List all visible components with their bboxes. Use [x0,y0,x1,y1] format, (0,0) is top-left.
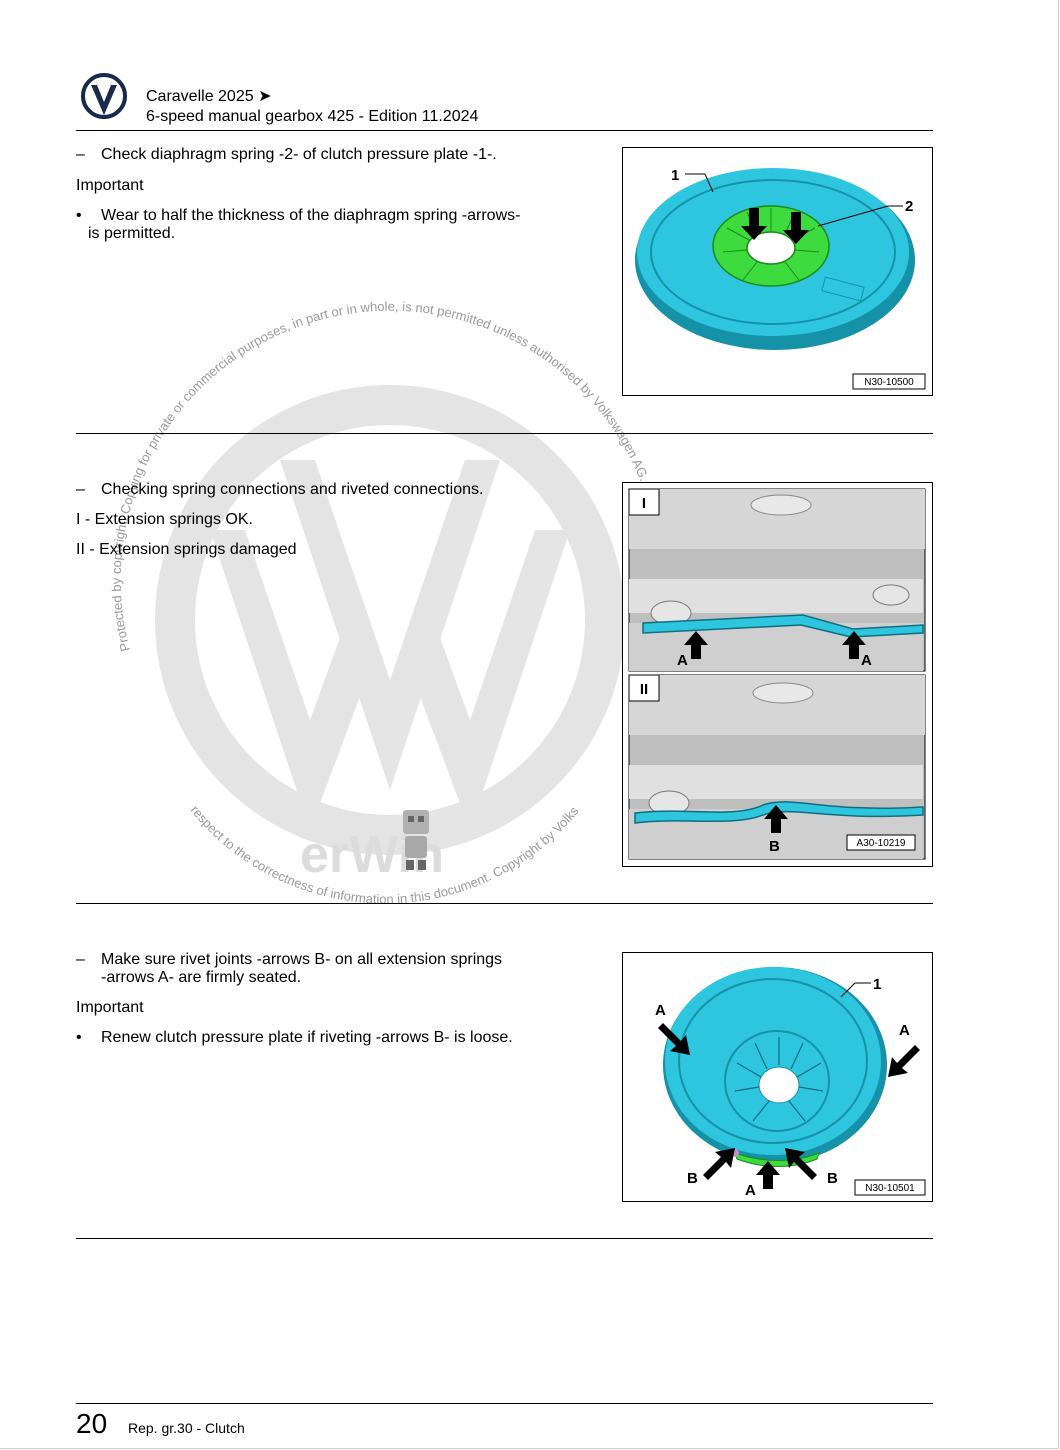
figure-extension-springs: A A I B II A30-10219 [622,482,933,867]
step-dash: – [76,481,85,498]
section2-item-1: I - Extension springs OK. [76,511,253,528]
figure3-label-a-2: A [899,1022,910,1039]
figure1-label-2: 2 [905,198,913,215]
vw-logo-icon [81,73,127,119]
section1-step: Check diaphragm spring -2- of clutch pre… [101,146,497,163]
figure3-label-b-1: B [687,1170,698,1187]
figure2-code: A30-10219 [857,838,906,849]
figure2-panel-2: II [640,681,648,698]
section3-important: Important [76,999,144,1016]
section-divider-2 [76,903,933,904]
figure1-code: N30-10500 [864,377,914,388]
section-divider-3 [76,1238,933,1239]
bullet-dot: • [76,1029,82,1046]
figure3-label-a-1: A [655,1002,666,1019]
section3-step-line2: -arrows A- are firmly seated. [101,969,302,986]
figure3-label-a-3: A [745,1182,756,1199]
figure2-label-b: B [769,838,780,855]
section3-bullet: Renew clutch pressure plate if riveting … [101,1029,513,1046]
figure3-label-1: 1 [873,976,881,993]
page-number: 20 [76,1408,108,1439]
section-divider-1 [76,433,933,434]
chapter-title: Rep. gr.30 - Clutch [128,1420,245,1436]
figure1-label-1: 1 [671,167,679,184]
figure3-code: N30-10501 [865,1183,915,1194]
figure2-label-a-2: A [861,652,872,669]
figure3-label-b-2: B [827,1170,838,1187]
section1-bullet-line1: Wear to half the thickness of the diaphr… [101,207,521,224]
document-edition: 6-speed manual gearbox 425 - Edition 11.… [146,108,479,125]
section2-step: Checking spring connections and riveted … [101,481,484,498]
figure2-label-a-1: A [677,652,688,669]
step-dash: – [76,146,85,163]
figure-diaphragm-spring: 1 2 N30-10500 [622,147,933,396]
step-dash: – [76,951,85,968]
section1-important: Important [76,177,144,194]
figure2-panel-1: I [642,495,646,512]
document-model: Caravelle 2025 ➤ [146,88,272,105]
footer-divider [76,1403,933,1404]
bullet-dot: • [76,207,82,224]
section1-bullet-line2: is permitted. [88,225,176,242]
section3-step-line1: Make sure rivet joints -arrows B- on all… [101,951,503,968]
header-divider [76,130,933,131]
section2-item-2: II - Extension springs damaged [76,541,297,558]
figure-rivet-joints: A A A B B 1 N30-10501 [622,952,933,1202]
